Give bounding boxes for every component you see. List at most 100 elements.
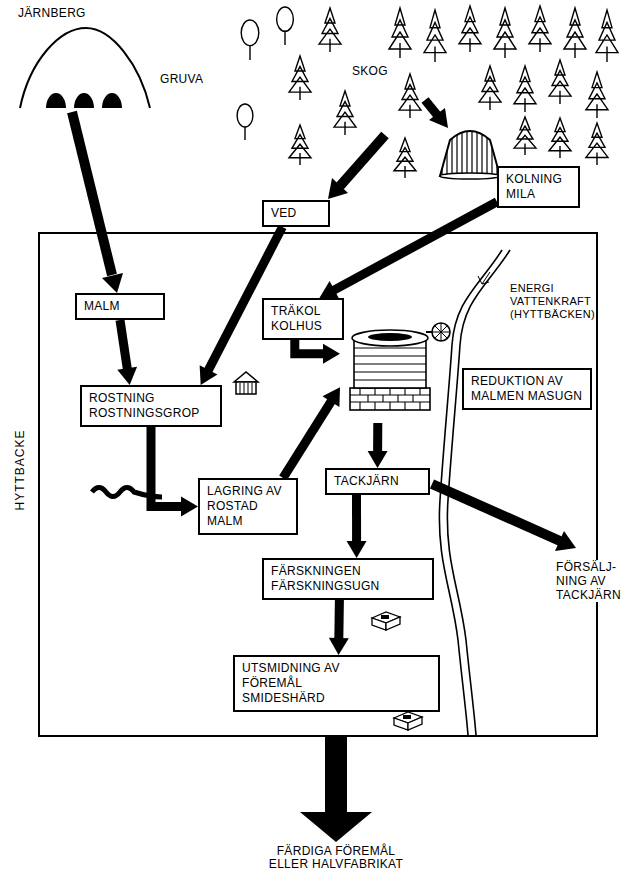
conifer-tree	[389, 8, 411, 58]
hearth-icon	[394, 712, 422, 730]
arrow-shaft	[151, 427, 183, 507]
forest	[237, 6, 618, 178]
process-box: UTSMIDNING AV FÖREMÅL SMIDESHÄRD	[233, 655, 440, 712]
charcoal-stack-base	[440, 173, 500, 179]
arrow-head	[181, 497, 198, 517]
arrow-shaft	[352, 495, 361, 543]
arrow-head	[322, 387, 340, 407]
charcoal-stack	[440, 131, 500, 176]
conifer-tree	[394, 138, 416, 178]
process-box: LAGRING AV ROSTAD MALM	[198, 478, 298, 535]
label-frame: REDUKTION AV MALMEN MASUGN	[462, 368, 592, 410]
process-box: KOLNING MILA	[497, 166, 580, 208]
flow-arrow	[151, 427, 198, 517]
flow-arrow	[340, 135, 385, 186]
area-label: HYTTBACKE	[13, 429, 28, 510]
process-label: ROSTNING ROSTNINGSGROP	[89, 391, 209, 421]
conifer-tree	[424, 10, 446, 62]
conifer-tree	[596, 10, 618, 62]
arrow-head	[319, 281, 339, 299]
process-box: ROSTNING ROSTNINGSGROP	[80, 385, 222, 427]
conifer-tree	[459, 6, 481, 52]
mountain	[20, 28, 150, 108]
text-label: FÖRSÄLJ- NING AV TACKJÄRN	[556, 560, 624, 602]
arrow-shaft	[283, 400, 332, 478]
arrow-head	[323, 344, 340, 364]
stream-flow-mark	[478, 272, 490, 284]
arrow-head	[429, 108, 448, 128]
flow-arrow	[319, 202, 497, 299]
process-label: KOLNING MILA	[506, 172, 570, 202]
conifer-tree	[549, 118, 571, 158]
arrow-head	[329, 638, 349, 655]
flow-arrow	[425, 100, 438, 116]
arrow-shaft	[120, 320, 127, 370]
text-label: ENERGI VATTENKRAFT (HYTTBÄCKEN)	[510, 282, 596, 321]
arrow-head	[328, 178, 348, 199]
process-box: VED	[262, 200, 330, 227]
flow-arrow	[347, 495, 367, 558]
text-label: SKOG	[352, 64, 392, 78]
house-icon	[240, 383, 252, 394]
house-icon	[236, 382, 256, 394]
text-label: GRUVA	[160, 72, 230, 86]
arrow-shaft	[333, 202, 497, 291]
process-label: LAGRING AV ROSTAD MALM	[207, 484, 291, 529]
tree-trunk	[249, 44, 250, 60]
conifer-tree	[289, 125, 311, 165]
flow-arrow	[117, 320, 137, 385]
process-label: TACKJÄRN	[334, 474, 421, 489]
text-label: JÄRNBERG	[18, 6, 128, 20]
process-box: TRÄKOL KOLHUS	[262, 298, 344, 340]
conifer-tree	[529, 6, 551, 52]
mine-opening	[46, 93, 122, 108]
process-label: REDUKTION AV MALMEN MASUGN	[471, 374, 583, 404]
house-icon	[234, 372, 258, 382]
process-label: FÄRSKNINGEN FÄRSKNINGSUGN	[271, 564, 421, 594]
process-label: TRÄKOL KOLHUS	[271, 304, 333, 334]
process-label: MALM	[84, 299, 156, 314]
arrow-head	[117, 367, 137, 385]
tree-trunk	[284, 30, 285, 45]
conifer-tree	[586, 72, 608, 118]
deciduous-tree	[237, 104, 253, 127]
flow-arrow	[72, 112, 112, 275]
blast-furnace	[340, 318, 452, 418]
flow-arrow	[295, 340, 340, 364]
arrow-head	[555, 531, 576, 551]
text-label: FÄRDIGA FÖREMÅL ELLER HALVFABRIKAT	[261, 845, 411, 871]
tree-trunk	[244, 126, 245, 140]
arrow-shaft	[295, 340, 325, 354]
process-box: MALM	[75, 293, 165, 320]
conifer-tree	[514, 66, 536, 112]
conifer-tree	[549, 60, 571, 104]
arrow-shaft	[373, 423, 382, 453]
arrow-head	[347, 541, 367, 558]
process-box: FÄRSKNINGEN FÄRSKNINGSUGN	[262, 558, 434, 600]
hearth-icon	[372, 612, 400, 630]
arrow-head	[368, 451, 388, 468]
flow-arrow	[283, 387, 340, 478]
conifer-tree	[334, 91, 356, 135]
conifer-tree	[564, 8, 586, 58]
output-arrow	[300, 737, 372, 842]
conifer-tree	[399, 74, 421, 118]
flow-arrow	[329, 600, 349, 655]
process-label: VED	[271, 206, 321, 221]
conifer-tree	[289, 56, 311, 100]
conifer-tree	[319, 8, 341, 52]
conifer-tree	[514, 117, 536, 155]
conifer-tree	[586, 123, 608, 165]
furnace-node: REDUKTION AV MALMEN MASUGN	[340, 318, 592, 423]
conifer-tree	[494, 8, 516, 58]
process-box: TACKJÄRN	[325, 468, 430, 495]
arrow-head	[200, 365, 218, 385]
arrow-shaft	[334, 600, 344, 640]
process-label: UTSMIDNING AV FÖREMÅL SMIDESHÄRD	[242, 661, 357, 706]
flow-arrow	[432, 484, 560, 541]
arrow-head	[102, 273, 123, 293]
deciduous-tree	[241, 20, 259, 46]
